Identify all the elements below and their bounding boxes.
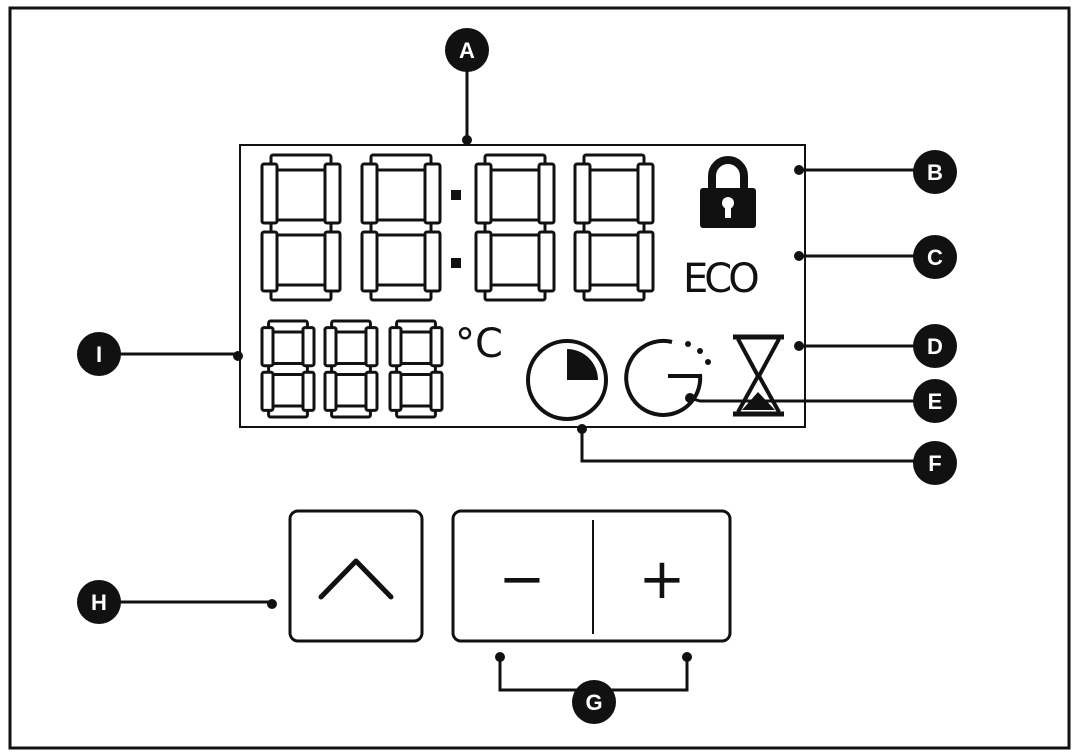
clock-digit-1 bbox=[260, 153, 342, 302]
clock-digit-2 bbox=[360, 153, 442, 302]
svg-text:B: B bbox=[927, 160, 943, 185]
lcd-display-panel bbox=[239, 144, 806, 428]
temp-digit-1 bbox=[260, 319, 316, 419]
callout-b: B bbox=[913, 150, 957, 194]
lock-icon bbox=[700, 156, 756, 228]
minus-plus-button bbox=[451, 509, 732, 643]
svg-text:ECO: ECO bbox=[683, 256, 758, 302]
callout-c: C bbox=[913, 235, 957, 279]
plus-button[interactable]: + bbox=[639, 547, 686, 612]
pie-timer-icon bbox=[526, 339, 608, 421]
minus-button[interactable]: − bbox=[499, 547, 546, 612]
chevron-up-button[interactable] bbox=[288, 509, 424, 643]
chevron-up-icon bbox=[318, 558, 394, 600]
clock-digits bbox=[260, 153, 655, 302]
svg-text:D: D bbox=[927, 334, 943, 359]
svg-text:I: I bbox=[96, 342, 102, 367]
temp-digit-2 bbox=[323, 319, 379, 419]
clock-digit-3 bbox=[474, 153, 556, 302]
callout-i: I bbox=[77, 332, 121, 376]
svg-text:A: A bbox=[459, 38, 475, 63]
leader-dots bbox=[233, 135, 804, 662]
temperature-digits bbox=[260, 319, 444, 419]
svg-text:C: C bbox=[927, 245, 943, 270]
svg-text:F: F bbox=[928, 451, 941, 476]
svg-text:H: H bbox=[91, 590, 107, 615]
svg-text:E: E bbox=[928, 389, 943, 414]
svg-text:G: G bbox=[585, 690, 602, 715]
clock-colon-top bbox=[451, 190, 461, 200]
callout-f: F bbox=[913, 441, 957, 485]
callout-g: G bbox=[572, 680, 616, 724]
callout-h: H bbox=[77, 580, 121, 624]
callout-e: E bbox=[913, 379, 957, 423]
clock-digit-4 bbox=[573, 153, 655, 302]
dotted-timer-icon bbox=[624, 338, 711, 417]
temperature-unit: °C bbox=[455, 321, 503, 367]
clock-colon-bottom bbox=[451, 258, 461, 268]
temp-digit-3 bbox=[388, 319, 444, 419]
callout-d: D bbox=[913, 324, 957, 368]
eco-icon: ECO bbox=[683, 256, 762, 302]
callout-a: A bbox=[445, 28, 489, 72]
outer-frame bbox=[8, 6, 1071, 750]
